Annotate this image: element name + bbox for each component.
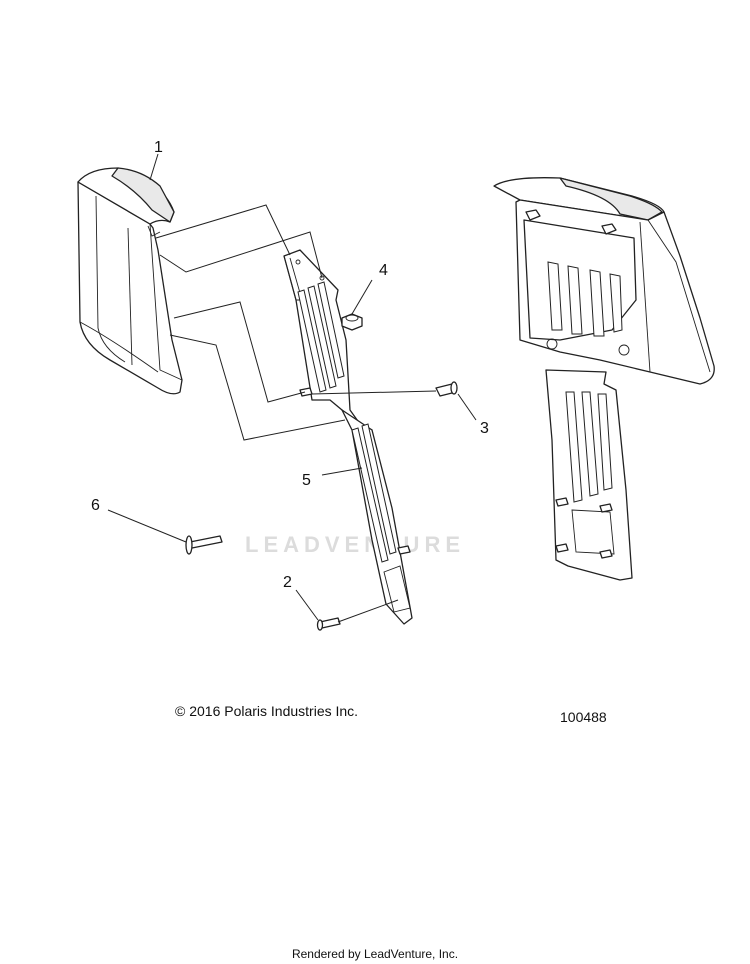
bolt-part-3 (435, 381, 458, 397)
armrest-pad-part-1 (77, 167, 183, 395)
screw-part-2 (316, 617, 341, 631)
rendered-by-text: Rendered by LeadVenture, Inc. (291, 947, 459, 961)
callout-6: 6 (91, 497, 100, 514)
copyright-text: © 2016 Polaris Industries Inc. (175, 703, 359, 719)
figure-number: 100488 (560, 709, 607, 725)
callout-1: 1 (154, 139, 163, 156)
watermark-text: LEADVENTURE (245, 532, 465, 557)
screw-part-6 (185, 535, 223, 555)
assembly-lines (155, 204, 437, 623)
callout-5: 5 (302, 472, 311, 489)
armrest-assembly (493, 177, 715, 581)
callout-4: 4 (379, 262, 388, 279)
callout-2: 2 (283, 574, 292, 591)
bracket-part-5 (283, 249, 413, 625)
callout-3: 3 (480, 420, 489, 437)
callout-leaders (107, 153, 477, 621)
nut-part-4 (341, 313, 363, 331)
